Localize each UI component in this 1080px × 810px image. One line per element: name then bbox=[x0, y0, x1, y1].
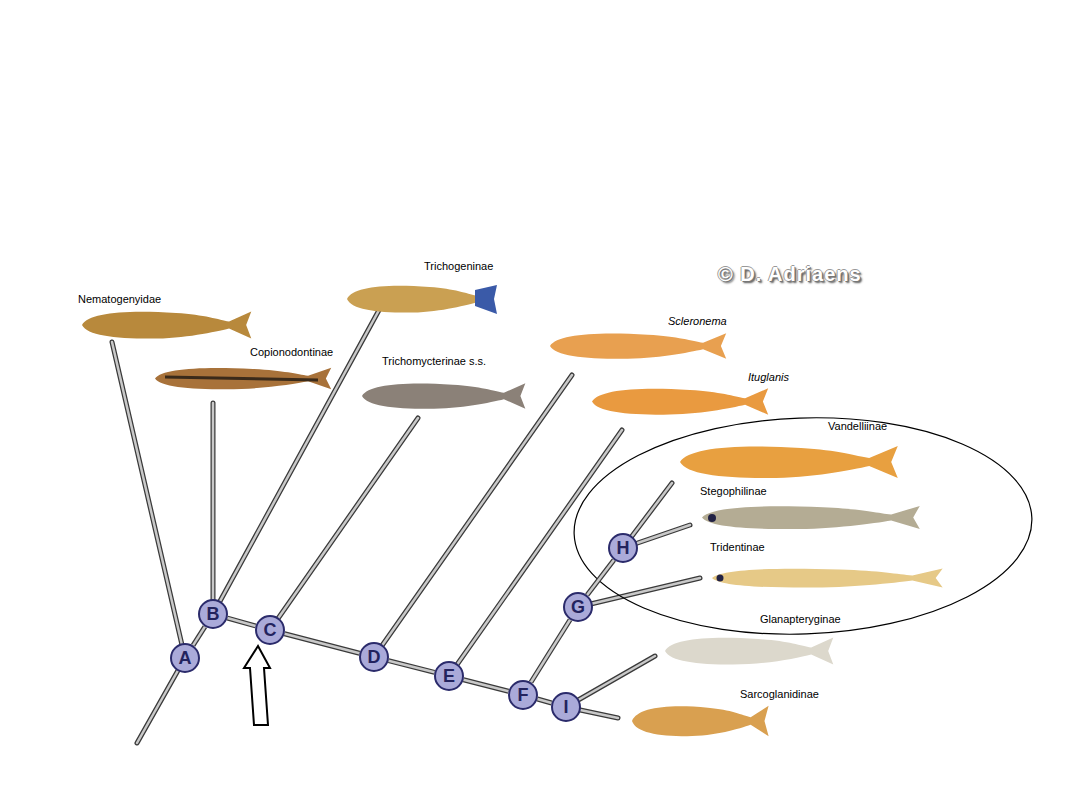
clade-node-circle: C bbox=[255, 615, 285, 645]
node-letter: H bbox=[617, 539, 630, 557]
clade-node-circle: I bbox=[551, 692, 581, 722]
taxon-label: Ituglanis bbox=[748, 371, 789, 384]
clade-node-circle: D bbox=[359, 642, 389, 672]
branch-connector bbox=[537, 699, 551, 703]
branch-outline bbox=[285, 634, 360, 653]
taxon-label: Copionodontinae bbox=[250, 346, 333, 359]
watermark: © D. Adriaens bbox=[718, 262, 862, 286]
taxon-label: Trichogeninae bbox=[424, 260, 493, 273]
fish-picture bbox=[82, 311, 251, 338]
branch-fill bbox=[587, 560, 614, 595]
branch-outline bbox=[227, 618, 255, 626]
clade-node-circle: G bbox=[563, 592, 593, 622]
taxon-label: Glanapteryginae bbox=[760, 613, 841, 626]
fish-eye bbox=[717, 575, 724, 582]
fish-picture bbox=[632, 706, 769, 736]
branch-connector bbox=[531, 620, 570, 683]
taxon-label: Trichomycterinae s.s. bbox=[382, 355, 486, 368]
branch-fill bbox=[285, 634, 360, 653]
fish-picture bbox=[680, 446, 898, 478]
clade-node-circle: H bbox=[608, 533, 638, 563]
node-letter: B bbox=[207, 605, 220, 623]
fish-picture bbox=[702, 506, 920, 529]
branch-fill bbox=[389, 661, 435, 673]
node-letter: A bbox=[179, 649, 192, 667]
node-letter: E bbox=[443, 667, 455, 685]
fish-picture bbox=[712, 568, 943, 587]
branch-fill bbox=[531, 620, 570, 683]
fish-picture bbox=[155, 368, 331, 390]
fish-picture bbox=[550, 333, 726, 359]
clade-node-circle: F bbox=[508, 680, 538, 710]
taxon-label: Vandelliinae bbox=[828, 420, 887, 433]
branch-connector bbox=[193, 627, 205, 646]
fish-tail bbox=[475, 285, 497, 314]
fish-pictures bbox=[82, 285, 943, 736]
clade-node-circle: E bbox=[434, 661, 464, 691]
node-letter: C bbox=[264, 621, 277, 639]
node-letter: I bbox=[563, 698, 568, 716]
fish-picture bbox=[362, 383, 525, 409]
fish-picture bbox=[665, 637, 833, 664]
branch-connector bbox=[587, 560, 614, 595]
fish-picture bbox=[592, 388, 768, 414]
clade-ellipse bbox=[570, 410, 1035, 642]
branch-connector bbox=[464, 680, 509, 692]
fish-stripe bbox=[165, 377, 318, 380]
branch-outline bbox=[193, 627, 205, 646]
branch-connector bbox=[389, 661, 435, 673]
node-letter: G bbox=[571, 598, 585, 616]
fish-eye bbox=[708, 514, 716, 522]
branch-connector bbox=[227, 618, 255, 626]
branch-outline bbox=[531, 620, 570, 683]
branch-outline bbox=[537, 699, 551, 703]
node-letter: D bbox=[368, 648, 381, 666]
branch-fill bbox=[464, 680, 509, 692]
branch-connector bbox=[285, 634, 360, 653]
pointer-arrow bbox=[244, 646, 270, 725]
branch-outline bbox=[587, 560, 614, 595]
branch-outline bbox=[464, 680, 509, 692]
taxon-label: Stegophilinae bbox=[700, 485, 767, 498]
branch-outline bbox=[389, 661, 435, 673]
fish-picture bbox=[347, 285, 496, 312]
branch-fill bbox=[227, 618, 255, 626]
branch-fill bbox=[537, 699, 551, 703]
taxon-label: Tridentinae bbox=[710, 541, 765, 554]
clade-node-circle: A bbox=[170, 643, 200, 673]
taxon-label: Scleronema bbox=[668, 315, 727, 328]
branch-fill bbox=[193, 627, 205, 646]
node-letter: F bbox=[518, 686, 529, 704]
taxon-label: Nematogenyidae bbox=[78, 293, 161, 306]
clade-node-circle: B bbox=[198, 599, 228, 629]
taxon-label: Sarcoglanidinae bbox=[740, 688, 819, 701]
